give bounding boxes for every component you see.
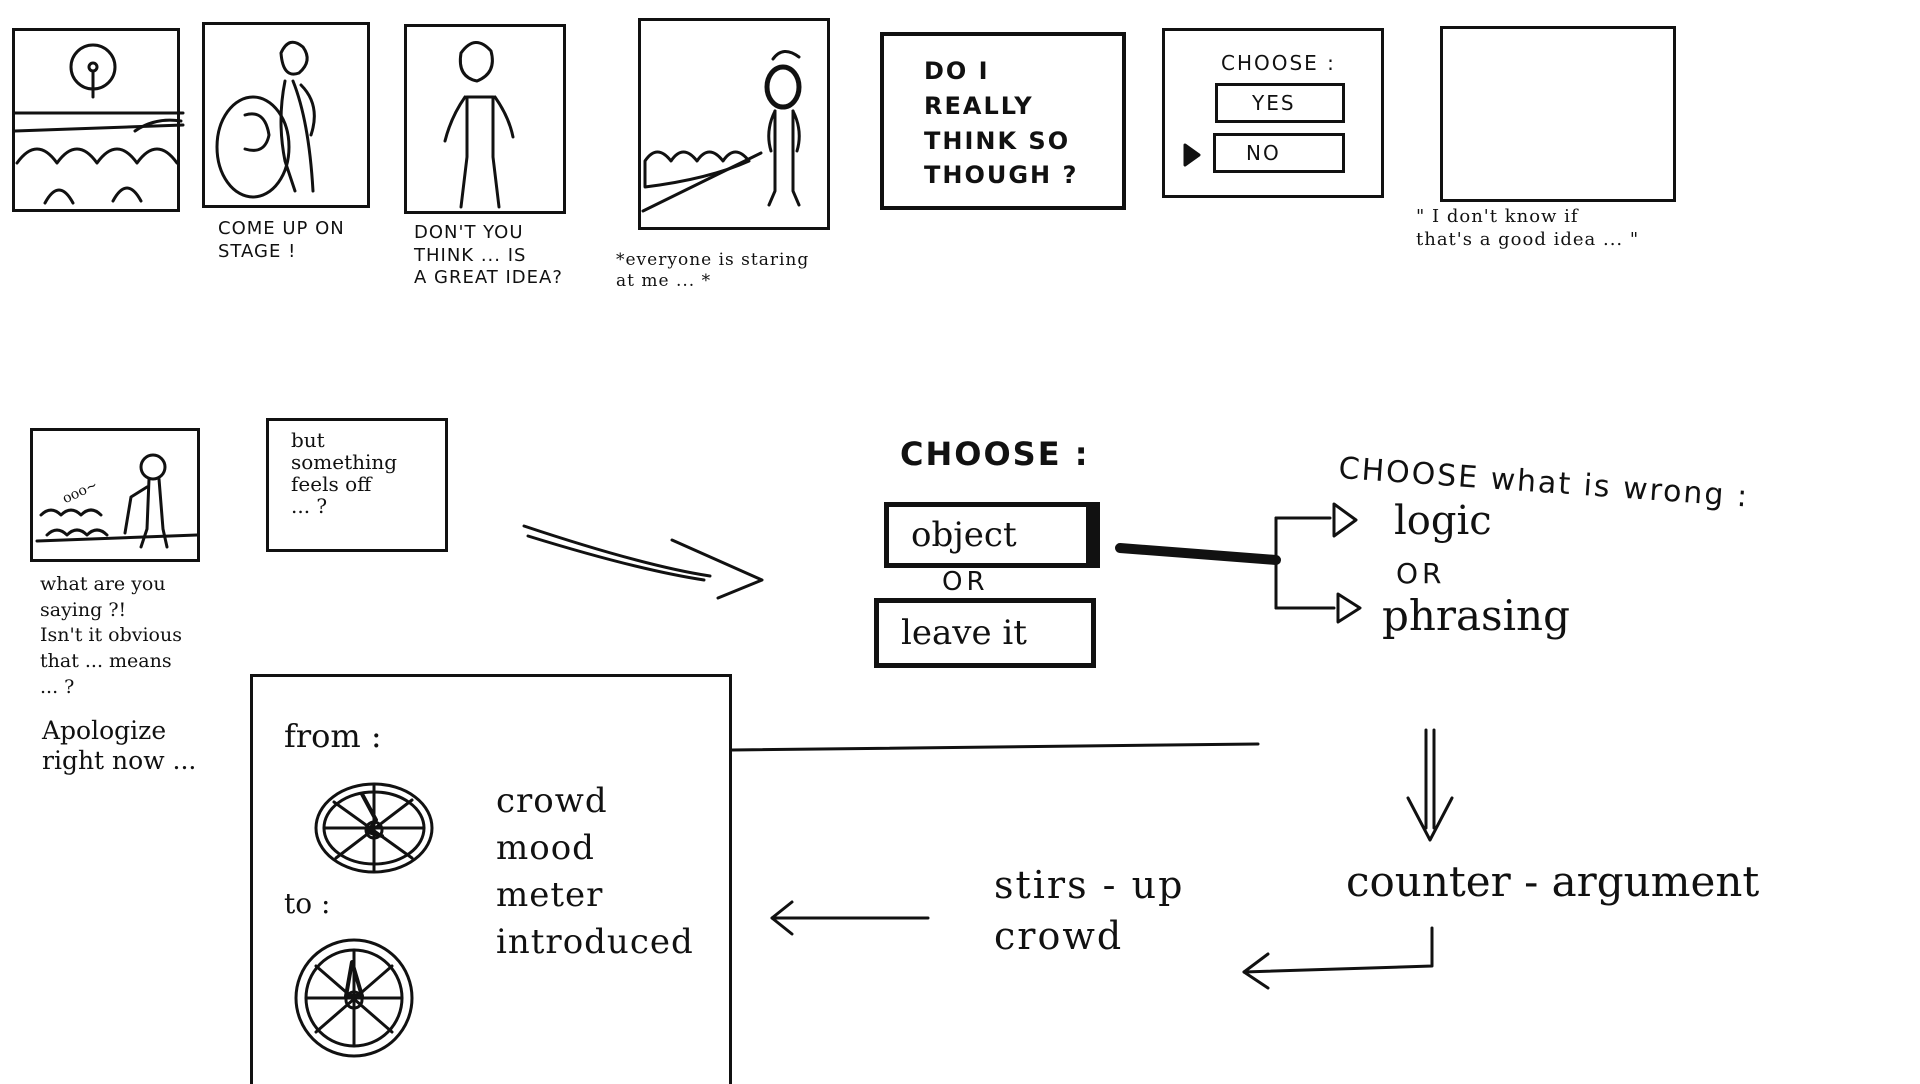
storyboard-panel-8 bbox=[30, 428, 200, 562]
return-arrow-icon bbox=[1242, 926, 1434, 990]
panel-9-text: but something feels off ... ? bbox=[291, 428, 398, 518]
host-figure-sketch bbox=[215, 40, 316, 199]
stirs-up-label: stirs - up crowd bbox=[994, 863, 1185, 959]
speaker-crowd-sketch bbox=[35, 453, 199, 549]
flow-arrow-icon bbox=[522, 524, 764, 600]
standing-figure-sketch bbox=[443, 41, 515, 209]
down-arrow-icon bbox=[1406, 728, 1454, 842]
stage-crowd-sketch bbox=[13, 43, 185, 205]
or-label: OR bbox=[942, 567, 989, 597]
panel-8-caption: what are you saying ?! Isn't it obvious … bbox=[40, 573, 182, 698]
or-label-2: OR bbox=[1396, 557, 1446, 590]
choose-label: CHOOSE : bbox=[900, 435, 1090, 473]
to-label: to : bbox=[284, 887, 331, 920]
yes-option[interactable]: YES bbox=[1215, 83, 1345, 123]
storyboard-panel-7 bbox=[1440, 26, 1676, 202]
storyboard-panel-1 bbox=[12, 28, 185, 212]
panel-3-caption: DON'T YOU THINK ... IS A GREAT IDEA? bbox=[414, 222, 563, 288]
storyboard-panel-4 bbox=[638, 18, 830, 230]
panel-6-title: CHOOSE : bbox=[1221, 51, 1336, 75]
gauge-low-icon bbox=[314, 782, 434, 874]
logic-option[interactable]: logic bbox=[1394, 498, 1492, 544]
storyboard-panel-6: CHOOSE : YES NO bbox=[1162, 28, 1384, 198]
storyboard-panel-5: DO I REALLY THINK SO THOUGH ? bbox=[880, 32, 1126, 210]
stared-figure-sketch bbox=[641, 50, 802, 213]
from-label: from : bbox=[284, 717, 382, 755]
meter-arrow-icon bbox=[770, 900, 930, 936]
panel-4-caption: *everyone is staring at me ... * bbox=[616, 250, 810, 292]
branch-connector bbox=[1115, 502, 1362, 624]
meter-panel-extension bbox=[730, 742, 1260, 752]
panel-2-caption: COME UP ON STAGE ! bbox=[218, 218, 345, 262]
no-option[interactable]: NO bbox=[1213, 133, 1345, 173]
panel-8-caption-2: Apologize right now ... bbox=[42, 716, 197, 775]
phrasing-option[interactable]: phrasing bbox=[1382, 591, 1570, 640]
selection-arrow-icon bbox=[1183, 143, 1201, 167]
object-option[interactable]: object bbox=[884, 502, 1100, 568]
panel-5-thought-text: DO I REALLY THINK SO THOUGH ? bbox=[924, 57, 1079, 190]
counter-argument-label: counter - argument bbox=[1346, 857, 1760, 906]
gauge-high-icon bbox=[294, 938, 414, 1058]
crowd-meter-panel bbox=[250, 674, 732, 1084]
panel-7-caption: " I don't know if that's a good idea ...… bbox=[1416, 206, 1640, 250]
leave-option[interactable]: leave it bbox=[874, 598, 1096, 668]
storyboard-panel-9: but something feels off ... ? bbox=[266, 418, 448, 552]
storyboard-panel-3 bbox=[404, 24, 566, 214]
crowd-meter-text: crowd mood meter introduced bbox=[496, 781, 694, 962]
storyboard-panel-2 bbox=[202, 22, 370, 208]
